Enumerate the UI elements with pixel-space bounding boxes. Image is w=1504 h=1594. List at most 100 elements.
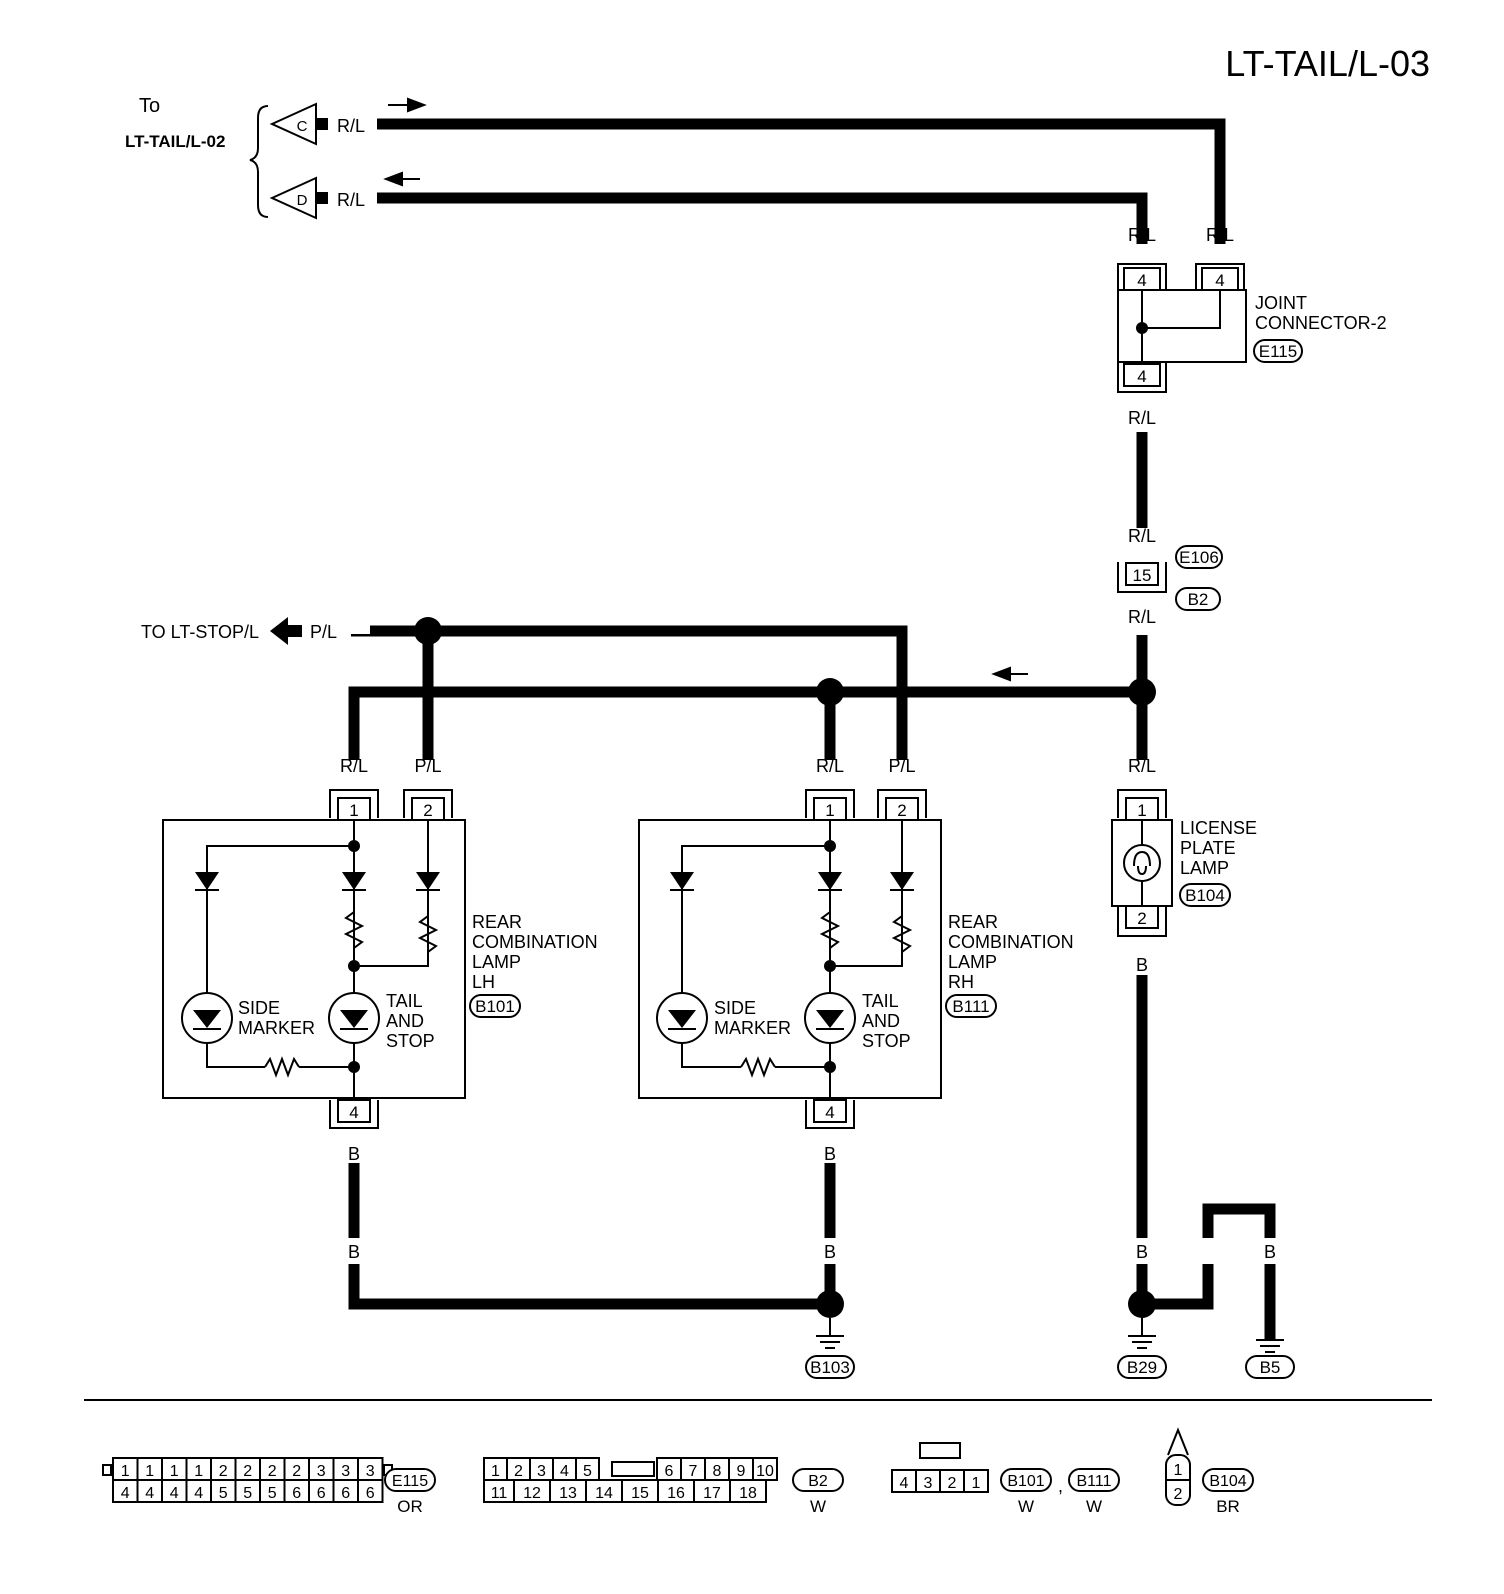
- flow-arrow-icon: [991, 666, 1028, 682]
- b104-color: BR: [1216, 1497, 1240, 1516]
- lic-name-2: PLATE: [1180, 838, 1236, 858]
- rh-side-2: MARKER: [714, 1018, 791, 1038]
- hj-pin: 15: [1133, 566, 1152, 585]
- lh-wire4: B: [348, 1144, 360, 1164]
- e115-pin-bottom-9: 6: [341, 1485, 350, 1502]
- b101-pin-2: 2: [948, 1475, 957, 1492]
- rh-pin1: 1: [825, 801, 834, 820]
- b2-pin-bottom-0: 11: [491, 1485, 508, 1502]
- e115-pin-top-2: 1: [170, 1463, 179, 1480]
- b111-code: B111: [1077, 1473, 1112, 1490]
- rh-name-2: COMBINATION: [948, 932, 1074, 952]
- rh-wire2: P/L: [888, 756, 915, 776]
- e115-pin-top-5: 2: [243, 1463, 252, 1480]
- ground-wire-labels: B B B B B: [348, 1242, 1276, 1262]
- hj-wire-top: R/L: [1128, 526, 1156, 546]
- b2-pin-bottom-6: 17: [703, 1485, 721, 1502]
- b2-pin-bottom-2: 13: [559, 1485, 577, 1502]
- ground-b103: B103: [810, 1358, 850, 1377]
- lh-tail-1: TAIL: [386, 991, 423, 1011]
- b2-pin-bottom-7: 18: [739, 1485, 757, 1502]
- gnd-wire-lh: B: [348, 1242, 360, 1262]
- b104-code-badge: [1202, 1468, 1254, 1492]
- b2-pin-bottom-4: 15: [631, 1485, 649, 1502]
- ground-b5-icon: B5: [1245, 1339, 1295, 1379]
- e115-pin-bottom-4: 5: [219, 1485, 228, 1502]
- e115-pin-bottom-0: 4: [121, 1485, 130, 1502]
- b2-pin-top-left-2: 3: [537, 1463, 546, 1480]
- hj-code-top: E106: [1179, 548, 1219, 567]
- b2-pin-top-left-1: 2: [514, 1463, 523, 1480]
- b111-color: W: [1086, 1497, 1102, 1516]
- hj-wire-bottom: R/L: [1128, 607, 1156, 627]
- wire-lh-b-bottom: [348, 1264, 830, 1310]
- b2-pin-top-right-2: 8: [713, 1463, 722, 1480]
- lh-side-1: SIDE: [238, 998, 280, 1018]
- b2-pin-top-left-4: 5: [583, 1463, 592, 1480]
- stop-label: TO LT-STOP/L: [141, 622, 259, 642]
- splice-rl-main: [1128, 678, 1156, 706]
- b2-pin-bottom-7-cell: [729, 1479, 767, 1503]
- e115-pin-bottom-2: 4: [170, 1485, 179, 1502]
- b104-key: [1167, 1427, 1189, 1456]
- b101-latch: [919, 1442, 961, 1459]
- rh-tail-2: AND: [862, 1011, 900, 1031]
- b2-pin-bottom-5: 16: [667, 1485, 685, 1502]
- b2-pin-top-right-3: 9: [737, 1463, 746, 1480]
- connector-d-shape: [269, 176, 317, 220]
- gnd-wire-lic: B: [1136, 1242, 1148, 1262]
- connector-c-shape: [269, 102, 317, 146]
- b2-color: W: [810, 1497, 826, 1516]
- connector-d-label: D: [297, 192, 308, 209]
- input-connectors: To LT-TAIL/L-02 C R/L D R/L: [125, 95, 427, 220]
- e115-code-badge: [384, 1468, 436, 1492]
- lh-pin4: 4: [349, 1103, 358, 1122]
- stop-lamp-output: TO LT-STOP/L P/L: [141, 617, 337, 645]
- splice-ground-rh: [816, 1290, 844, 1318]
- splice-dots: [414, 617, 1156, 1318]
- rh-wire1: R/L: [816, 756, 844, 776]
- lh-name-3: LAMP: [472, 952, 521, 972]
- wire-c-label: R/L: [337, 116, 365, 136]
- harness-joint: R/L 15 E106 B2 R/L: [1117, 526, 1223, 627]
- e115-pin-bottom-3: 4: [194, 1485, 203, 1502]
- ground-b29-icon: B29: [1117, 1318, 1167, 1379]
- to-label: To: [139, 95, 160, 117]
- wire-d: [377, 192, 1148, 244]
- wires: [348, 118, 1276, 1340]
- gnd-wire-b5: B: [1264, 1242, 1276, 1262]
- gnd-wire-rh: B: [824, 1242, 836, 1262]
- e115-pin-bottom-10-cell: [357, 1479, 384, 1503]
- stop-arrow-icon: [270, 617, 302, 645]
- jc-pin-out: 4: [1137, 367, 1146, 386]
- e115-pin-top-10: 3: [366, 1463, 375, 1480]
- jc-code: E115: [1259, 342, 1297, 361]
- splice-pl: [414, 617, 442, 645]
- lh-code: B101: [475, 997, 515, 1016]
- jc-pin-right: 4: [1215, 271, 1224, 290]
- wire-d-label: R/L: [337, 190, 365, 210]
- e115-pin-top-7: 2: [292, 1463, 301, 1480]
- jc-pin-left: 4: [1137, 271, 1146, 290]
- rh-pin4: 4: [825, 1103, 834, 1122]
- wire-rl-bus: [348, 686, 1142, 760]
- e115-pin-bottom-7: 6: [292, 1485, 301, 1502]
- b2-pin-top-right-4: 10: [756, 1463, 774, 1480]
- b2-pin-bottom-3: 14: [595, 1485, 613, 1502]
- e115-pin-top-4: 2: [219, 1463, 228, 1480]
- rh-name-4: RH: [948, 972, 974, 992]
- b101-code-badge: [1000, 1468, 1052, 1492]
- b111-code-badge: [1068, 1468, 1120, 1492]
- e115-code: E115: [392, 1473, 428, 1490]
- jc-wire-out: R/L: [1128, 408, 1156, 428]
- b2-pin-top-right-0: 6: [665, 1463, 674, 1480]
- splice-rl-rh: [816, 678, 844, 706]
- e115-pin-bottom-8: 6: [317, 1485, 326, 1502]
- rh-name-3: LAMP: [948, 952, 997, 972]
- b104-pin-0: 1: [1174, 1462, 1183, 1479]
- rh-box: [638, 819, 942, 1099]
- e115-pin-bottom-6: 5: [268, 1485, 277, 1502]
- ref-label: LT-TAIL/L-02: [125, 132, 225, 151]
- connector-c-label: C: [297, 118, 308, 135]
